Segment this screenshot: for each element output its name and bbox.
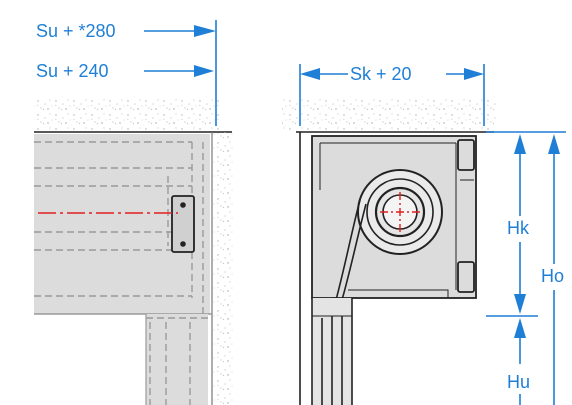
dimension-su-240-arrow — [194, 65, 214, 77]
dimension-hk-arrow-top — [514, 134, 526, 154]
dimension-hk-arrow-bottom — [514, 294, 526, 314]
right-box-top-clip — [457, 139, 475, 171]
dimension-su-240-label: Su + 240 — [36, 61, 109, 81]
dimension-su-280-label: Su + *280 — [36, 21, 116, 41]
dimension-sk-20-arrow-right — [464, 68, 484, 80]
right-box-bottom-clip — [457, 261, 475, 293]
curtain-strip-inner — [341, 203, 367, 301]
left-bracket — [171, 195, 195, 253]
curtain-strip-outer — [335, 199, 361, 301]
left-bracket-hole-bottom — [180, 241, 186, 247]
left-guide-rail — [146, 314, 208, 405]
dimension-ho-label: Ho — [541, 266, 564, 286]
right-ceiling-concrete — [282, 96, 496, 132]
right-section-view: Sk + 20 Hk — [282, 64, 566, 405]
dimension-hk-label: Hk — [507, 218, 530, 238]
left-side-view: Su + *280 Su + 240 — [34, 20, 234, 405]
left-bracket-hole-top — [180, 202, 186, 208]
left-wall-concrete — [212, 132, 234, 405]
dimension-hu-arrow-top — [514, 318, 526, 338]
dimension-ho-arrow-top — [548, 134, 560, 154]
left-ceiling-concrete — [34, 96, 220, 132]
dimension-hu-label: Hu — [507, 372, 530, 392]
dimension-sk-20-label: Sk + 20 — [350, 64, 412, 84]
dimension-sk-20-arrow-left — [300, 68, 320, 80]
dimension-su-280-arrow — [194, 25, 216, 37]
roll-ring — [366, 178, 434, 246]
right-box-inner-bottom — [348, 289, 449, 298]
